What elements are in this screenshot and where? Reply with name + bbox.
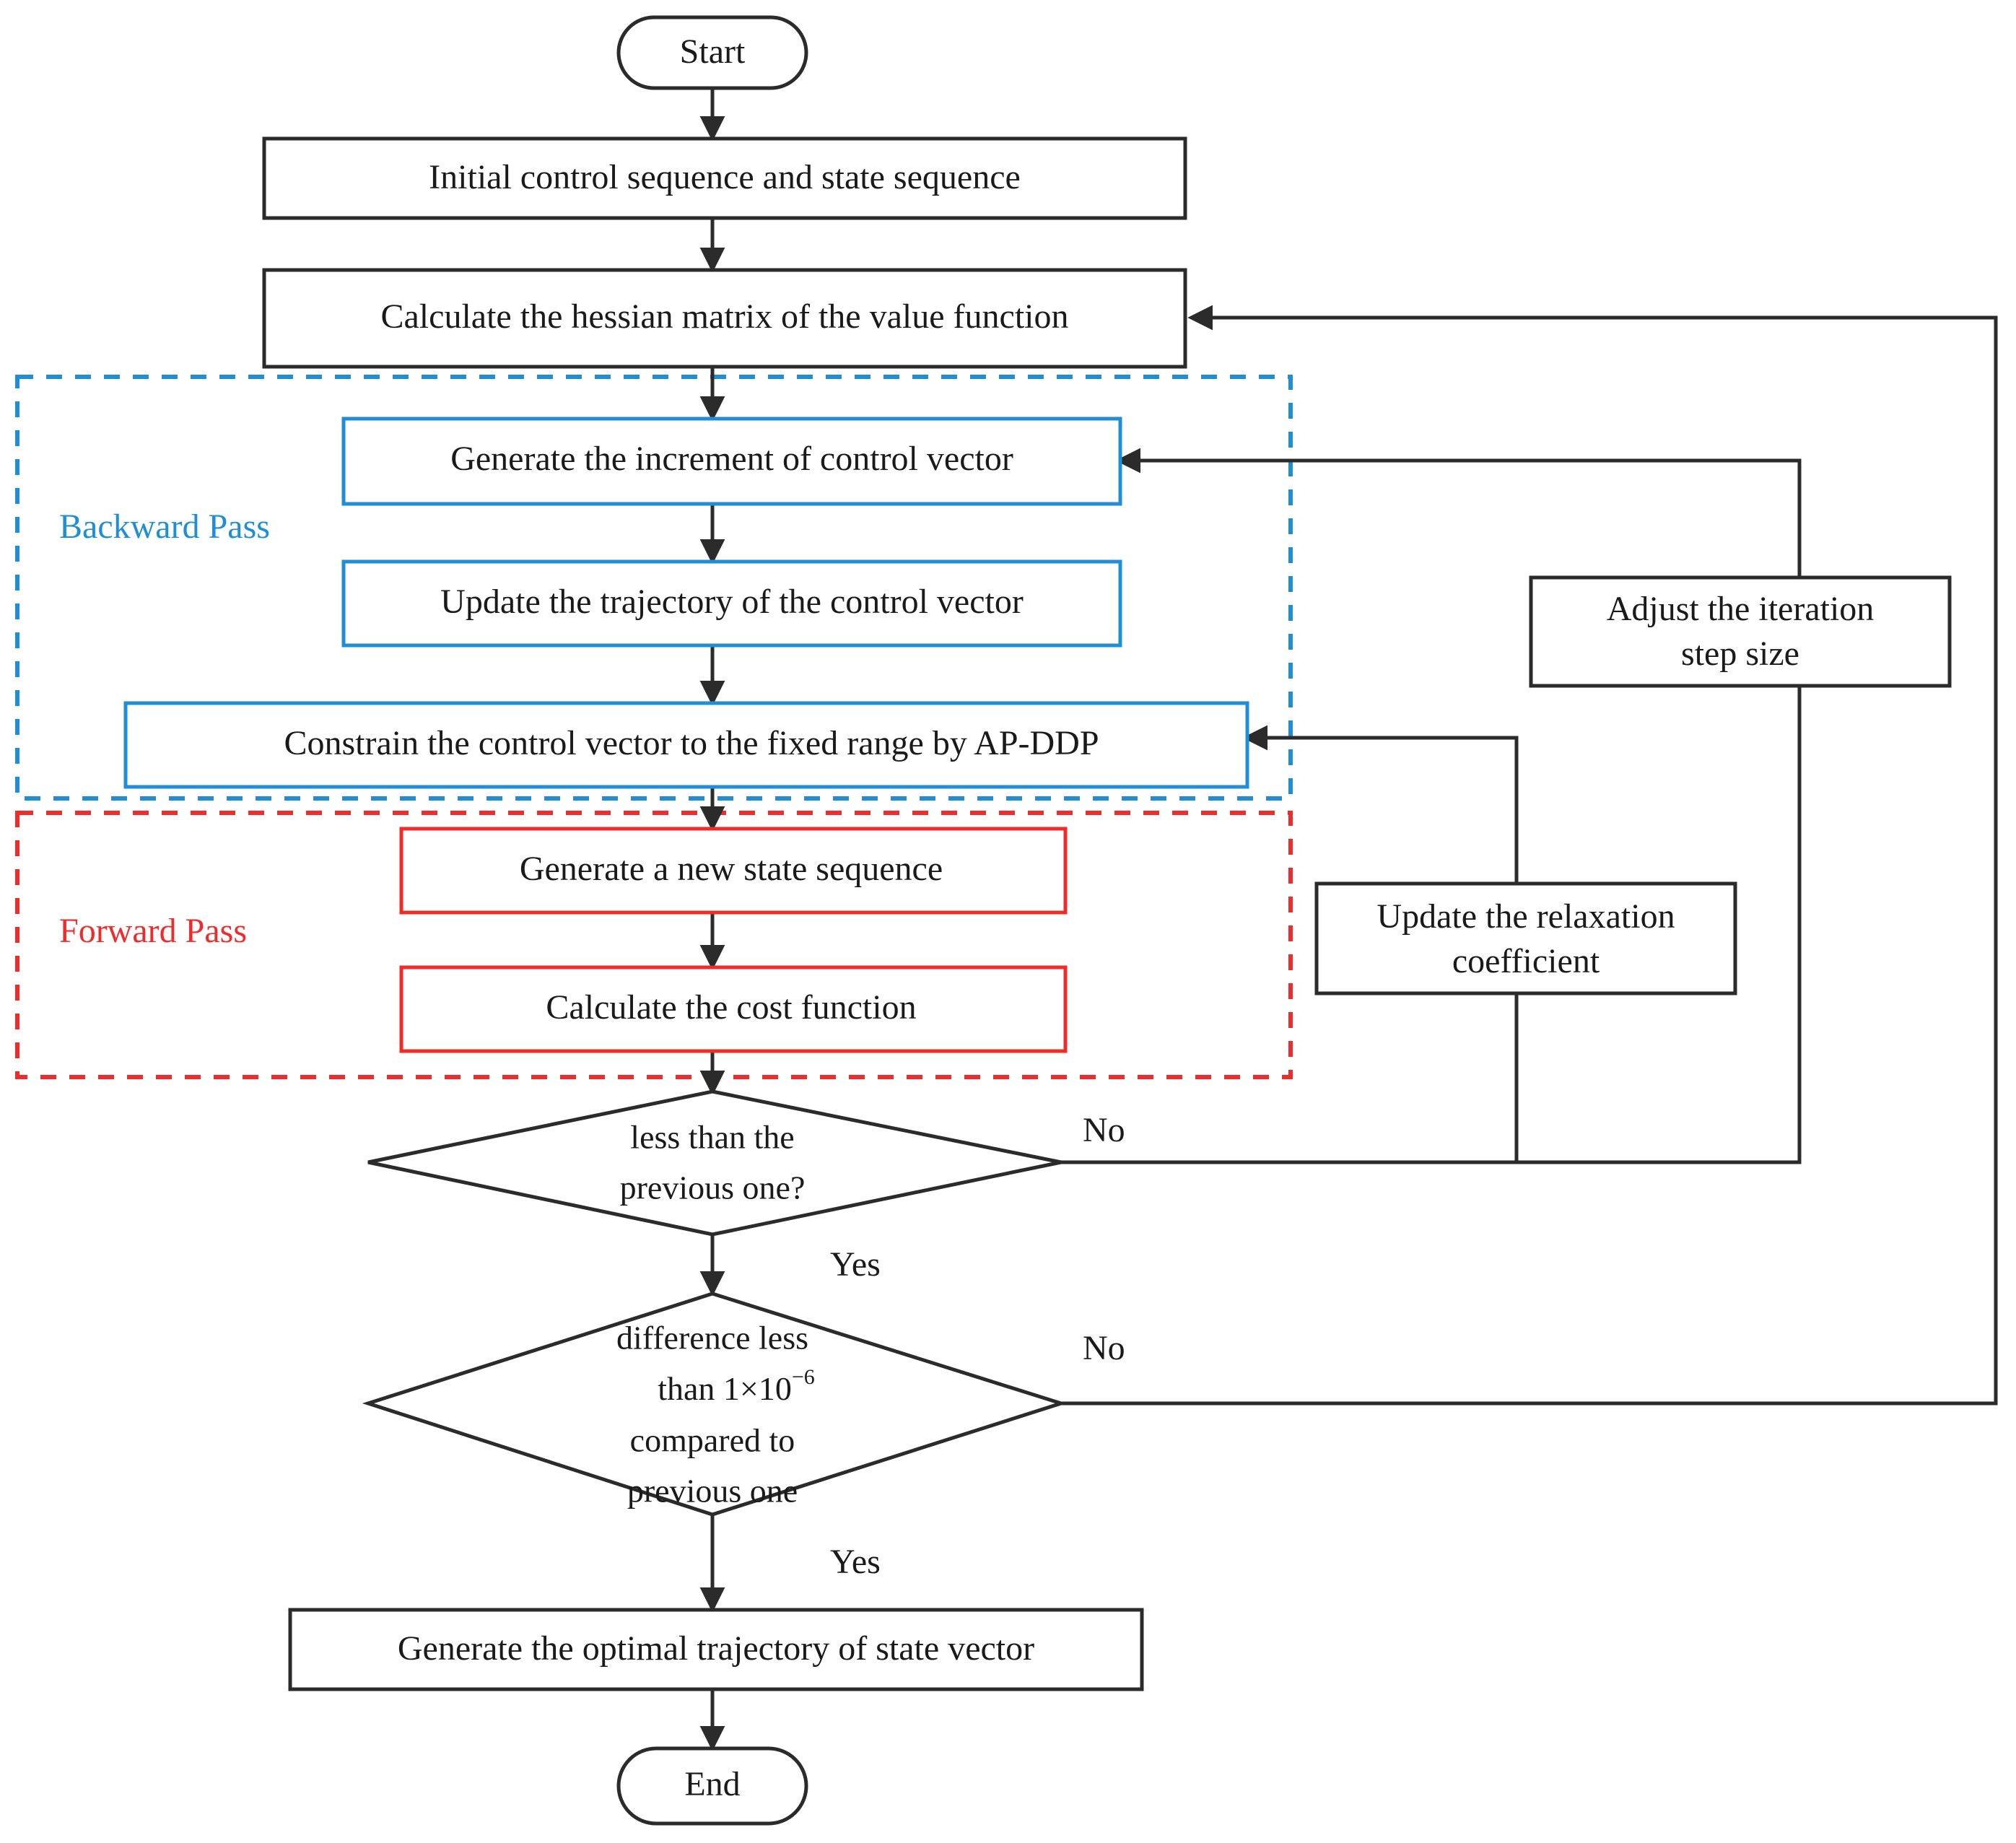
node-update-trajectory[interactable]	[341, 559, 1122, 648]
node-decision-cost-less-line1: less than the	[630, 1119, 794, 1156]
node-update-relaxation-coefficient-line1: Update the relaxation	[1376, 897, 1675, 936]
node-calculate-cost[interactable]	[399, 965, 1068, 1053]
node-generate-increment-label: Generate the increment of control vector	[450, 440, 1013, 478]
node-decision-convergence-line2-exponent: −6	[792, 1365, 815, 1389]
node-end-label: End	[684, 1765, 740, 1803]
node-decision-convergence[interactable]	[362, 1291, 1068, 1517]
node-initial-sequence[interactable]	[262, 136, 1187, 220]
forward-pass-label: Forward Pass	[59, 912, 247, 950]
backward-pass-region	[15, 375, 1293, 801]
node-decision-convergence-line2: than 1×10−6	[658, 1365, 815, 1407]
forward-pass-region	[15, 811, 1293, 1079]
edge-decision-conv-no-to-hessian	[1061, 305, 1998, 1406]
node-decision-convergence-line1: difference less	[616, 1320, 808, 1356]
edge-label-decision-conv-no: No	[1083, 1329, 1125, 1367]
edge-label-decision-cost-yes: Yes	[830, 1245, 881, 1284]
edge-decision-cost-no-to-adjust-step	[1061, 632, 1802, 1164]
node-hessian-matrix-label: Calculate the hessian matrix of the valu…	[380, 297, 1068, 336]
node-initial-sequence-label: Initial control sequence and state seque…	[429, 158, 1021, 196]
node-decision-convergence-line2-base: than 1×10	[658, 1370, 792, 1407]
node-adjust-iteration-step[interactable]	[1529, 575, 1952, 688]
backward-pass-label: Backward Pass	[59, 507, 270, 546]
edge-label-decision-cost-no: No	[1083, 1111, 1125, 1149]
edge-update-relaxation-to-constrain	[1242, 725, 1519, 884]
node-decision-convergence-line4: previous one	[627, 1473, 798, 1509]
node-constrain-control-vector-label: Constrain the control vector to the fixe…	[284, 724, 1099, 762]
node-generate-new-state[interactable]	[399, 827, 1068, 915]
node-decision-convergence-line3: compared to	[630, 1422, 795, 1459]
node-adjust-iteration-step-line1: Adjust the iteration	[1607, 590, 1875, 628]
node-start[interactable]	[616, 15, 808, 90]
node-update-relaxation-coefficient[interactable]	[1314, 881, 1737, 995]
edge-label-decision-conv-yes: Yes	[830, 1543, 881, 1581]
node-end[interactable]	[616, 1746, 808, 1826]
node-hessian-matrix[interactable]	[262, 268, 1187, 369]
node-decision-cost-less[interactable]	[367, 1089, 1062, 1237]
node-start-label: Start	[680, 32, 746, 71]
node-optimal-trajectory[interactable]	[288, 1608, 1144, 1691]
node-decision-cost-less-line2: previous one?	[620, 1169, 806, 1206]
node-constrain-control-vector[interactable]	[123, 701, 1249, 789]
node-update-trajectory-label: Update the trajectory of the control vec…	[440, 583, 1024, 621]
node-update-relaxation-coefficient-line2: coefficient	[1452, 942, 1600, 980]
node-calculate-cost-label: Calculate the cost function	[546, 988, 916, 1027]
node-adjust-iteration-step-line2: step size	[1681, 635, 1799, 673]
node-generate-new-state-label: Generate a new state sequence	[520, 850, 943, 888]
node-generate-increment[interactable]	[341, 417, 1122, 506]
node-optimal-trajectory-label: Generate the optimal trajectory of state…	[398, 1629, 1034, 1668]
edge-adjust-step-to-increment	[1115, 448, 1802, 578]
